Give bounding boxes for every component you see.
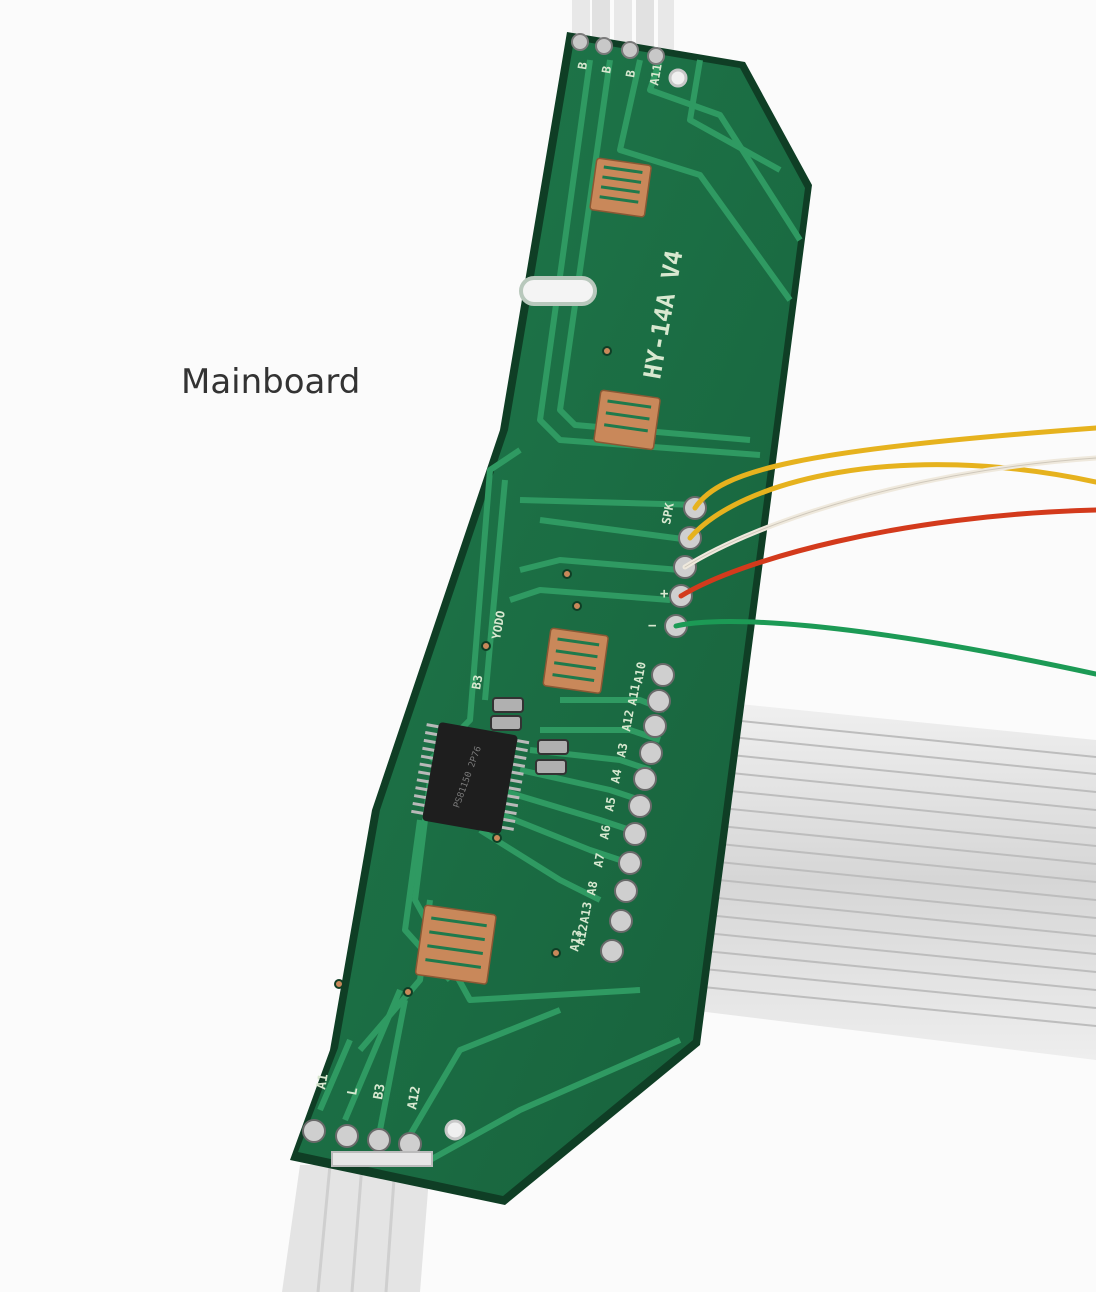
side-pad-label-a8: A8 [584,880,600,897]
top-pad-label-4: A11 [647,63,665,87]
side-pad-label-a12b: A12 [573,923,591,947]
side-pad-label-a12: A12 [619,709,637,733]
wire-yellow-2 [687,462,1096,541]
bottom-pad-label-3: B3 [371,1083,388,1101]
pcb-traces [317,59,803,1163]
bottom-ribbon-cable [282,1164,430,1292]
top-pad-label-3: B [623,69,638,79]
top-pad-label-1: B [575,61,590,71]
side-pad-label-minus: − [648,618,656,634]
side-pad-label-plus: + [660,586,668,602]
ic-chip: PS81150 2P76 [411,722,530,834]
side-pad-label-a7: A7 [591,852,607,869]
wire-green [673,619,1096,677]
wire-red [678,507,1096,599]
wire-yellow-1 [692,425,1096,511]
silk-label-yodo: YODO [489,610,508,641]
wires [673,425,1096,677]
mounting-slot [519,276,597,306]
bottom-solder-pads [302,1119,433,1167]
bottom-pad-label-2: L [345,1086,361,1096]
mounting-holes [444,68,688,1141]
side-pad-label-a10: A10 [631,661,649,685]
top-solder-pads [571,33,665,65]
bottom-pad-label-4: A12 [405,1085,424,1111]
silk-label-b3: B3 [469,674,485,691]
copper-sensor-pads [414,157,661,985]
bottom-pad-label-1: A1 [314,1073,332,1091]
side-pad-label-a6: A6 [597,824,613,841]
side-pad-label-a3: A3 [614,742,630,759]
side-pad-label-a13b: A13 [567,929,585,953]
caption-label: Mainboard [181,362,361,402]
side-pad-label-a5: A5 [602,796,618,813]
smd-components [490,697,569,775]
side-pad-label-spk: SPK [659,501,677,526]
side-pad-label-a11: A11 [625,683,643,707]
side-pad-label-a4: A4 [608,768,624,785]
top-pad-label-2: B [599,65,614,75]
vias [334,346,612,997]
side-pad-label-a13: A13 [577,901,595,925]
right-ribbon-cable [690,700,1096,1060]
wire-white-outline [684,457,1096,568]
